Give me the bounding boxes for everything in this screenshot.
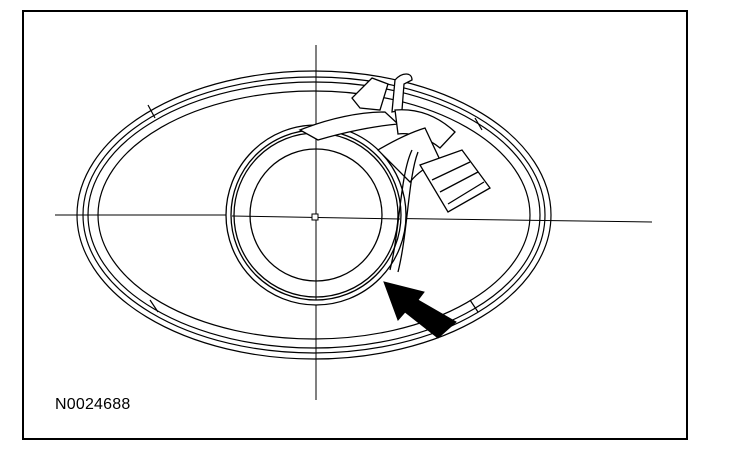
connector-assembly xyxy=(298,73,491,273)
oval-ring-4 xyxy=(97,90,531,340)
oval-ring-2 xyxy=(82,76,546,354)
module-center-mark xyxy=(311,213,319,221)
connector-body xyxy=(419,149,491,213)
bracket-clip-right xyxy=(391,73,413,113)
wire-lead xyxy=(389,149,413,271)
ring-tick-top-left xyxy=(147,104,156,119)
oval-housing xyxy=(76,70,552,360)
connector-rib-3 xyxy=(447,181,485,205)
arrow-icon xyxy=(383,281,457,339)
oval-ring-3 xyxy=(87,81,541,349)
module-centerlines xyxy=(231,130,401,300)
indicator-arrow xyxy=(383,281,457,339)
bracket-clip-left xyxy=(351,77,389,111)
oval-ring-1 xyxy=(76,70,552,360)
wire-lead-2 xyxy=(397,151,419,273)
ring-tick-bottom-left xyxy=(149,299,159,313)
figure-id-label: N0024688 xyxy=(55,396,131,413)
connector-rib-2 xyxy=(439,171,479,193)
figure-frame xyxy=(22,10,688,440)
connector-rib-1 xyxy=(431,161,471,181)
ring-tick-bottom-right xyxy=(469,299,479,313)
ring-tick-top-right xyxy=(474,117,483,131)
